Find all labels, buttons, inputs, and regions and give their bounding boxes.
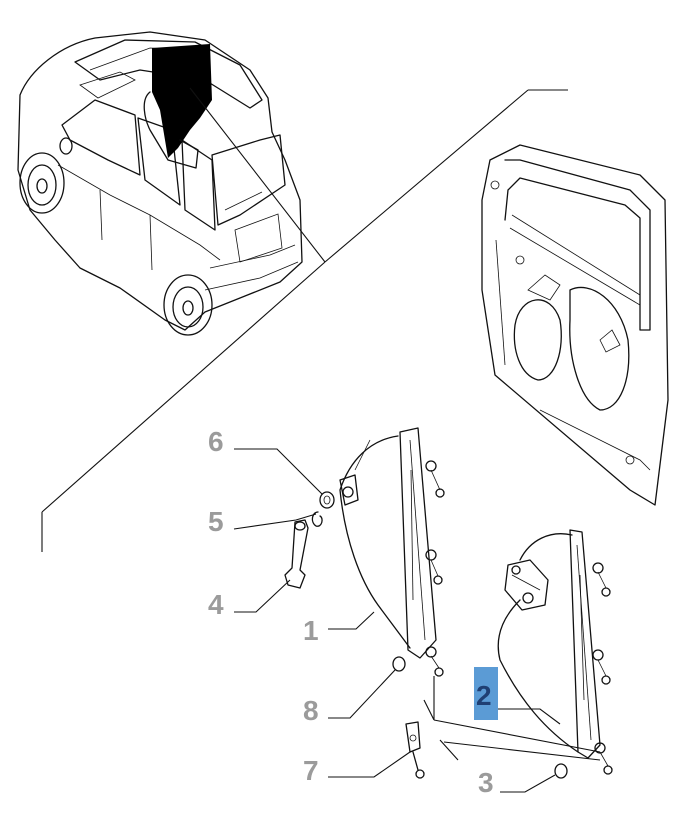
- callout-3: 3: [478, 767, 494, 798]
- front-wheel: [19, 152, 65, 214]
- nut-part-6: [319, 491, 335, 509]
- callout-8: 8: [303, 695, 319, 726]
- bracket-part-7: [405, 721, 425, 779]
- callout-5: 5: [208, 506, 224, 537]
- callout-4: 4: [208, 589, 224, 620]
- rear-wheel: [163, 274, 213, 336]
- washer-part-8: [392, 656, 406, 672]
- regulator-motor: [504, 559, 549, 611]
- highlighted-door-panel: [152, 44, 212, 158]
- door-frame-illustration: [481, 144, 669, 506]
- bolt-set-part-2: [592, 562, 613, 775]
- car-illustration: [17, 31, 303, 336]
- grommet-part-3: [554, 763, 568, 779]
- callout-2: 2: [476, 680, 492, 711]
- section-leader-lines: [41, 87, 568, 552]
- callout-labels: 6 5 4 1 8 7 2 3: [208, 426, 498, 798]
- assembly-reference-lines: [423, 676, 601, 761]
- callout-1: 1: [303, 615, 319, 646]
- callout-2-highlight-box: [474, 667, 498, 720]
- crank-handle-part-4: [284, 519, 309, 589]
- callout-7: 7: [303, 755, 319, 786]
- callout-6: 6: [208, 426, 224, 457]
- callout-leaders: [233, 448, 561, 793]
- window-regulator-part-1: [339, 427, 445, 677]
- window-regulator-part-2: [497, 529, 613, 775]
- bolt-set-part-1: [425, 460, 445, 677]
